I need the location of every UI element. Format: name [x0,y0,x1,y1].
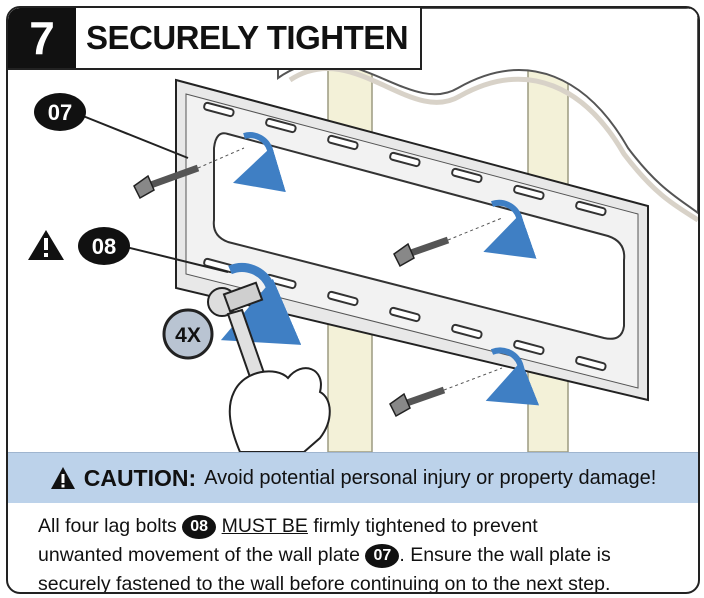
emphasis-text: MUST BE [221,515,308,537]
instruction-part: securely fastened to the wall before con… [38,573,611,594]
svg-text:07: 07 [48,100,72,125]
instruction-part: unwanted movement of the wall plate [38,544,360,566]
lag-bolt [133,147,245,200]
callout-07: 07 [34,93,86,131]
mounting-illustration: 07 08 4X [8,8,698,452]
caution-message: Avoid potential personal injury or prope… [204,466,657,489]
instruction-part: firmly tightened to prevent [313,515,538,537]
step-number: 7 [8,8,76,68]
lag-bolt [389,367,503,418]
rotate-arrow-icon [233,132,286,193]
rotate-arrow-icon [485,347,540,406]
svg-text:08: 08 [92,234,116,259]
svg-text:4X: 4X [175,324,201,347]
wall-plate [175,78,649,402]
callout-08: 08 [78,227,130,265]
warning-icon [50,467,75,489]
instruction-panel: 07 08 4X 7 SECURELY TIGHTEN CAUTION: Avo… [6,6,700,594]
warning-icon [28,230,64,260]
caution-banner: CAUTION: Avoid potential personal injury… [8,452,698,503]
part-badge-08: 08 [182,514,217,539]
rotate-arrow-icon [220,263,302,345]
instruction-part: All four lag bolts [38,515,177,537]
rotate-arrow-icon [483,199,537,259]
instruction-text: All four lag bolts 08 MUST BE firmly tig… [38,512,688,594]
instruction-part: . Ensure the wall plate is [399,544,611,566]
part-badge-07: 07 [365,543,400,568]
step-title: SECURELY TIGHTEN [86,19,409,56]
step-header: 7 SECURELY TIGHTEN [8,8,423,70]
caution-label: CAUTION: [83,464,197,491]
quantity-badge: 4X [162,308,214,360]
hand [228,367,331,452]
